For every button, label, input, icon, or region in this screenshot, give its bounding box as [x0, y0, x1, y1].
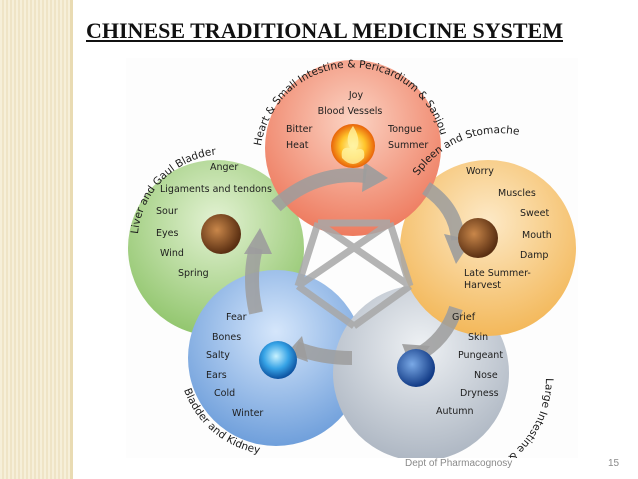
wood-item: Anger	[210, 162, 238, 173]
five-elements-diagram: Heart & Small Intestine & Pericardium & …	[126, 58, 578, 458]
water-drop-icon	[259, 341, 297, 379]
earth-item: Sweet	[520, 208, 549, 219]
water-item: Fear	[226, 312, 247, 323]
water-item: Cold	[214, 388, 235, 399]
metal-item: Grief	[452, 312, 476, 323]
wood-item: Eyes	[156, 228, 178, 239]
wood-item: Sour	[156, 206, 178, 217]
metal-item: Autumn	[436, 406, 474, 417]
earth-item: Late Summer-	[464, 268, 531, 279]
fire-item: Summer	[388, 140, 428, 151]
wood-earth-sphere-icon	[201, 214, 241, 254]
wood-item: Wind	[160, 248, 184, 259]
water-item: Salty	[206, 350, 230, 361]
water-item: Ears	[206, 370, 227, 381]
water-item: Bones	[212, 332, 241, 343]
page-number: 15	[608, 458, 620, 469]
earth-item: Damp	[520, 250, 548, 261]
fire-flame-icon	[331, 124, 375, 168]
wood-item: Spring	[178, 268, 209, 279]
metal-item: Dryness	[460, 388, 499, 399]
metal-item: Skin	[468, 332, 488, 343]
water-item: Winter	[232, 408, 263, 419]
earth-rock-icon	[458, 218, 498, 258]
slide-title: CHINESE TRADITIONAL MEDICINE SYSTEM	[86, 18, 563, 43]
fire-item: Tongue	[387, 124, 422, 135]
metal-item: Pungeant	[458, 350, 503, 361]
earth-item: Worry	[466, 166, 494, 177]
fire-item: Heat	[286, 140, 309, 151]
fire-item: Joy	[348, 90, 364, 101]
controlling-cycle-star	[294, 219, 414, 329]
earth-item: Muscles	[498, 188, 536, 199]
metal-ore-icon	[397, 349, 435, 387]
decorative-side-strip	[0, 0, 72, 479]
wood-item: Ligaments and tendons	[160, 184, 272, 195]
earth-item: Harvest	[464, 280, 501, 291]
metal-item: Nose	[474, 370, 498, 381]
fire-item: Bitter	[286, 124, 312, 135]
decorative-side-edge	[70, 0, 73, 479]
footer-department: Dept of Pharmacognosy	[405, 458, 513, 469]
fire-item: Blood Vessels	[318, 106, 383, 117]
earth-item: Mouth	[522, 230, 552, 241]
